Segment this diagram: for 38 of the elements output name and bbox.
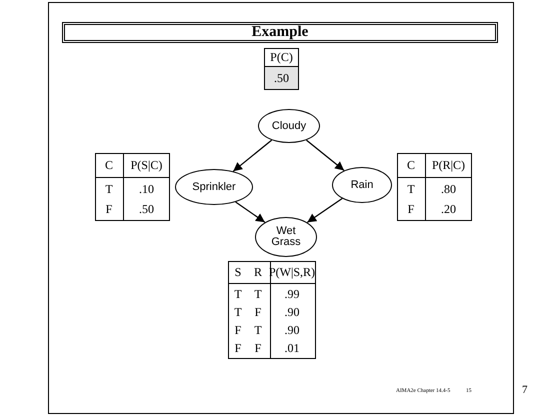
- truth-value: T: [234, 305, 242, 319]
- column-header: R: [254, 265, 262, 279]
- truth-value: F: [234, 341, 242, 355]
- probability-value: .99: [284, 287, 300, 301]
- variable-ellipse: Wet Grass: [255, 217, 317, 257]
- probability-value: .50: [139, 202, 154, 216]
- variable-ellipse: Cloudy: [258, 109, 320, 143]
- probability-value: .90: [284, 305, 300, 319]
- arrow: [306, 140, 344, 171]
- probability-value: .20: [441, 202, 456, 216]
- page-number: 7: [522, 384, 528, 397]
- truth-value: T: [254, 323, 262, 337]
- column-header: C: [407, 158, 415, 172]
- probability-value: .01: [284, 341, 300, 355]
- column-header: P(R|C): [432, 158, 466, 172]
- column-header: P(C): [270, 50, 293, 64]
- column-header: S: [234, 265, 242, 279]
- column-header: P(S|C): [130, 158, 162, 172]
- truth-value: F: [254, 305, 262, 319]
- truth-value: F: [408, 202, 414, 216]
- truth-value: T: [234, 287, 242, 301]
- column-header: C: [105, 158, 113, 172]
- truth-value: T: [254, 287, 262, 301]
- variable-ellipse: Sprinkler: [175, 169, 253, 205]
- truth-value: F: [234, 323, 242, 337]
- variable-ellipse: Rain: [332, 167, 392, 203]
- arrow: [306, 198, 343, 223]
- truth-value: F: [106, 202, 112, 216]
- probability-value: .90: [284, 323, 300, 337]
- arrow: [235, 202, 266, 223]
- truth-value: T: [105, 182, 113, 196]
- probability-value: .50: [274, 71, 289, 85]
- arrow: [232, 140, 272, 172]
- probability-value: .80: [441, 182, 456, 196]
- slide-title: Example: [62, 22, 498, 43]
- truth-value: F: [254, 341, 262, 355]
- probability-value: .10: [139, 182, 154, 196]
- truth-value: T: [407, 182, 415, 196]
